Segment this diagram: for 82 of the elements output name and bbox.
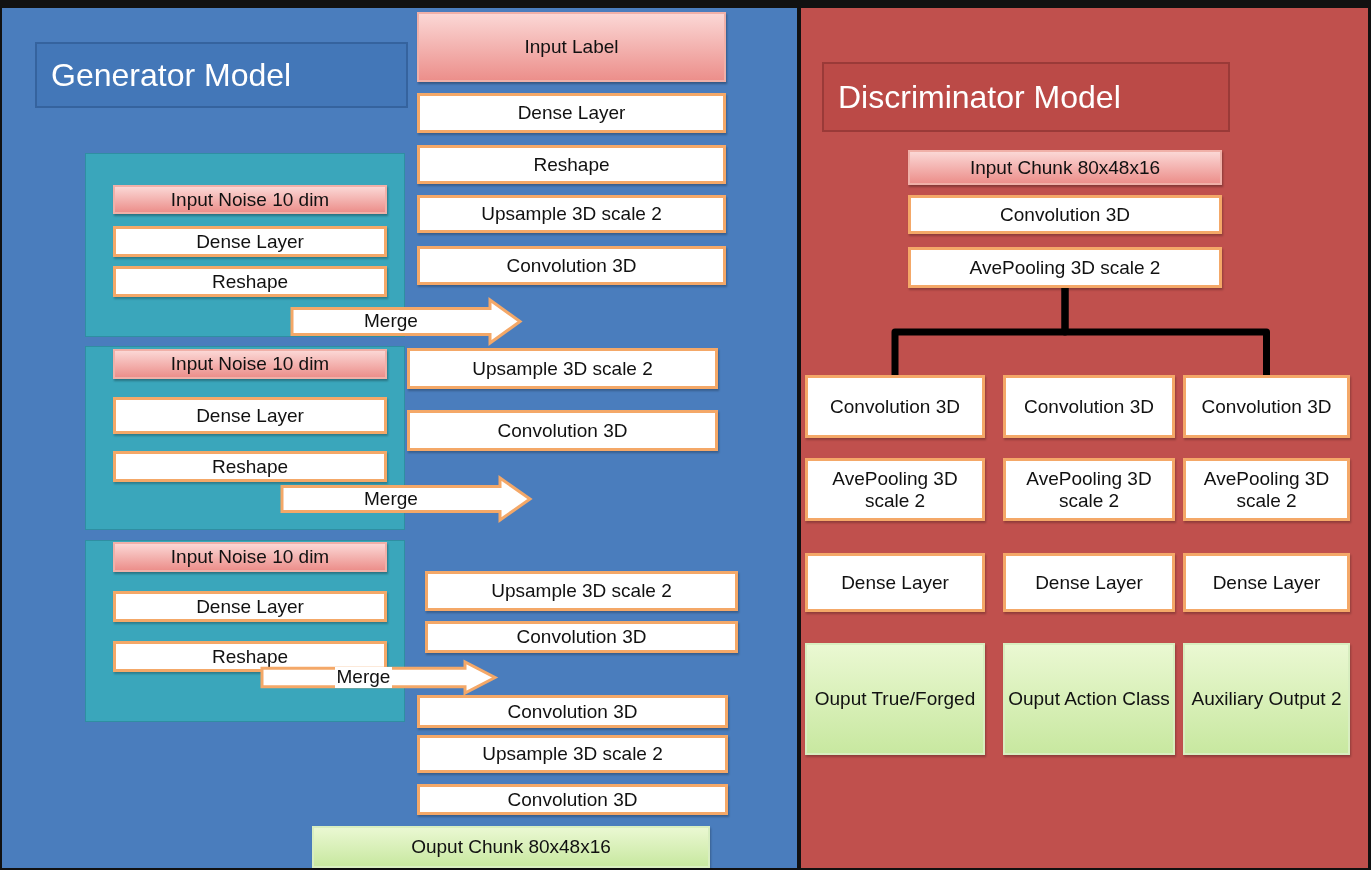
- input-layer-box: [113, 185, 387, 214]
- layer-box: [805, 458, 985, 521]
- layer-box: [113, 226, 387, 257]
- layer-box: [805, 375, 985, 438]
- output-layer-box: [312, 826, 710, 868]
- layer-box: [417, 93, 726, 133]
- layer-label: Convolution 3D: [506, 254, 637, 277]
- layer-label: Ouput Chunk 80x48x16: [411, 836, 611, 858]
- layer-label: Reshape: [533, 153, 610, 176]
- edge-label: Merge: [362, 311, 420, 332]
- layer-label: Upsample 3D scale 2: [482, 743, 663, 765]
- layer-box: [417, 145, 726, 184]
- layer-box: [805, 553, 985, 612]
- layer-label: Dense Layer: [1212, 571, 1321, 594]
- panel-title: Generator Model: [35, 42, 408, 108]
- layer-label: Convolution 3D: [507, 788, 638, 811]
- input-layer-box: [113, 542, 387, 572]
- panel-background: [801, 8, 1368, 868]
- layer-box: [113, 641, 387, 672]
- output-layer-box: [1183, 643, 1350, 755]
- layer-label: AvePooling 3D scale 2: [1202, 467, 1331, 512]
- layer-box: [1183, 553, 1350, 612]
- layer-label: AvePooling 3D scale 2: [1025, 467, 1153, 512]
- output-layer-box: [1003, 643, 1175, 755]
- layer-box: [425, 621, 738, 653]
- edge-label: Merge: [334, 667, 393, 688]
- output-layer-box: [805, 643, 985, 755]
- layer-label: Auxiliary Output 2: [1191, 688, 1342, 710]
- layer-label: Convolution 3D: [507, 700, 638, 723]
- input-layer-box: [113, 349, 387, 379]
- layer-box: [1183, 375, 1350, 438]
- layer-box: [1003, 553, 1175, 612]
- layer-label: Dense Layer: [841, 571, 949, 594]
- layer-label: Upsample 3D scale 2: [491, 580, 672, 602]
- layer-label: AvePooling 3D scale 2: [969, 256, 1161, 279]
- layer-box: [407, 348, 718, 389]
- layer-box: [113, 451, 387, 482]
- layer-label: Dense Layer: [1035, 571, 1143, 594]
- layer-label: Upsample 3D scale 2: [481, 203, 662, 225]
- layer-box: [417, 695, 728, 728]
- layer-box: [425, 571, 738, 611]
- layer-label: Ouput Action Class: [1008, 688, 1170, 710]
- layer-box: [113, 397, 387, 434]
- layer-box: [417, 246, 726, 285]
- layer-label: Reshape: [211, 455, 289, 478]
- layer-box: [908, 195, 1222, 234]
- layer-label: Convolution 3D: [497, 419, 628, 442]
- layer-label: Ouput True/Forged: [814, 688, 976, 710]
- layer-box: [1183, 458, 1350, 521]
- layer-label: AvePooling 3D scale 2: [831, 467, 959, 512]
- layer-box: [1003, 375, 1175, 438]
- layer-label: Input Chunk 80x48x16: [969, 156, 1161, 179]
- layer-label: Upsample 3D scale 2: [472, 357, 653, 380]
- layer-label: Dense Layer: [196, 404, 304, 427]
- layer-box: [407, 410, 718, 451]
- group-panel: [85, 540, 405, 722]
- layer-box: [417, 195, 726, 233]
- layer-box: [417, 735, 728, 773]
- bracket-connector: [1061, 288, 1270, 375]
- layer-label: Dense Layer: [196, 595, 304, 618]
- layer-label: Input Noise 10 dim: [170, 546, 330, 568]
- layer-label: Convolution 3D: [1000, 203, 1130, 226]
- layer-box: [908, 247, 1222, 288]
- layer-box: [113, 591, 387, 622]
- layer-label: Dense Layer: [196, 230, 304, 253]
- layer-label: Convolution 3D: [830, 395, 960, 418]
- layer-box: [417, 784, 728, 815]
- layer-label: Input Label: [524, 36, 619, 58]
- input-layer-box: [908, 150, 1222, 185]
- layer-label: Reshape: [211, 645, 289, 668]
- input-layer-box: [417, 12, 726, 82]
- layer-box: [113, 266, 387, 297]
- layer-label: Convolution 3D: [516, 626, 647, 648]
- layer-label: Input Noise 10 dim: [170, 188, 330, 211]
- panel-background: [2, 8, 797, 868]
- layer-label: Dense Layer: [517, 102, 626, 124]
- layer-label: Reshape: [211, 270, 289, 293]
- layer-label: Convolution 3D: [1024, 395, 1154, 418]
- layer-label: Input Noise 10 dim: [170, 353, 330, 375]
- panel-title: Discriminator Model: [822, 62, 1230, 132]
- layer-box: [1003, 458, 1175, 521]
- layer-label: Convolution 3D: [1201, 395, 1332, 418]
